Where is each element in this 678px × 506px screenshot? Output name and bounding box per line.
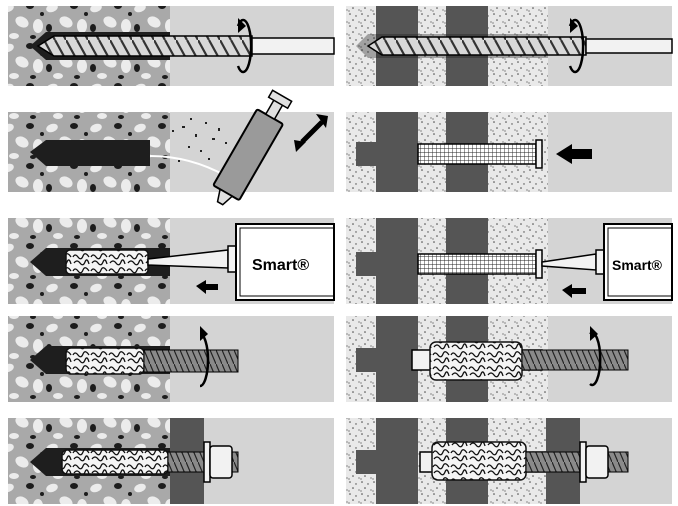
step-3-hollow-inject-panel: Smart® xyxy=(346,218,672,304)
resin-fill xyxy=(66,348,144,374)
drill-hole xyxy=(356,252,418,276)
drill-bit xyxy=(38,36,252,56)
hex-nut xyxy=(586,446,608,478)
threaded-rod xyxy=(526,452,628,472)
step-3-solid-inject-panel: Smart® xyxy=(8,218,334,304)
resin-fill xyxy=(430,342,522,380)
step-5-hollow-fasten-panel xyxy=(346,418,672,504)
drill-hole xyxy=(30,140,150,166)
drill-hole xyxy=(356,450,418,474)
threaded-rod xyxy=(522,350,628,370)
drill-hole xyxy=(356,142,418,166)
mesh-sleeve xyxy=(418,144,536,164)
step-2-solid-clean-panel xyxy=(8,88,334,210)
resin-fill xyxy=(66,250,148,274)
hex-nut xyxy=(210,446,232,478)
resin-fill xyxy=(432,442,526,480)
mesh-sleeve xyxy=(418,254,536,274)
step-5-solid-fasten-panel xyxy=(8,418,334,504)
step-1-solid-drill-panel xyxy=(8,6,334,86)
drill-bit xyxy=(368,37,586,55)
step-4-solid-rod-panel xyxy=(8,316,334,402)
step-2-hollow-sleeve-panel xyxy=(346,112,672,192)
step-4-hollow-rod-panel xyxy=(346,316,672,402)
washer xyxy=(204,442,210,482)
step-1-hollow-drill-panel xyxy=(346,6,672,86)
drill-hole xyxy=(356,348,418,372)
drill-shank xyxy=(586,39,672,53)
threaded-rod xyxy=(144,350,238,372)
drill-shank xyxy=(252,38,334,54)
washer xyxy=(580,442,586,482)
brand-logo: Smart® xyxy=(612,257,663,273)
brand-logo: Smart® xyxy=(252,257,309,274)
resin-fill xyxy=(62,450,168,474)
